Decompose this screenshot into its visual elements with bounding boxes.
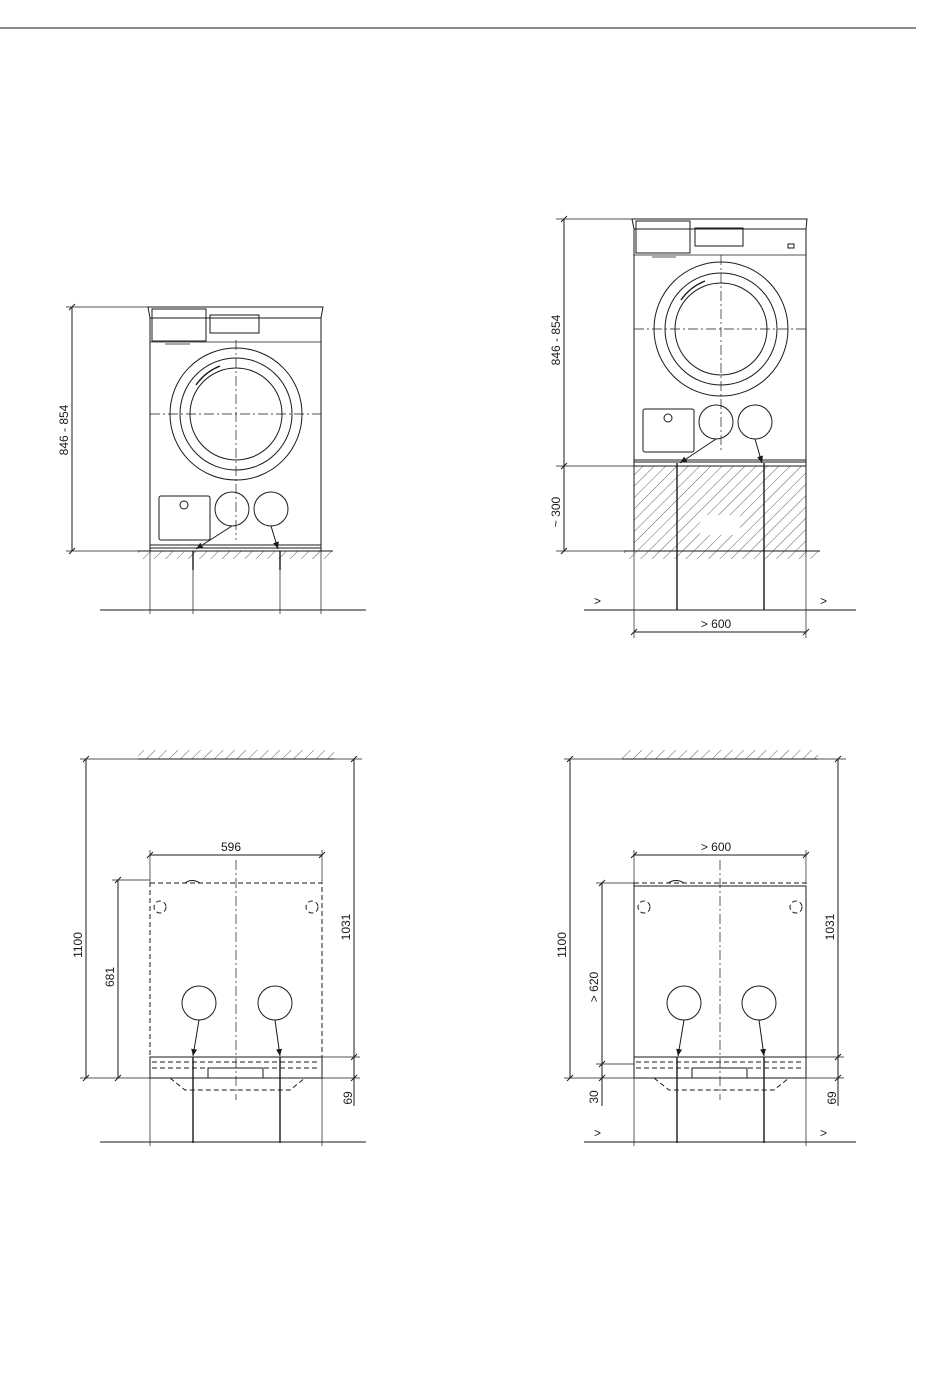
br-side-right: > — [820, 1126, 827, 1140]
bl-depth-body: 681 — [103, 967, 117, 987]
br-depth-overall: 1031 — [823, 913, 837, 940]
front-view-plinth: > 600 > > 846 - 854 ~ 300 — [549, 216, 856, 638]
tr-side-left: > — [594, 594, 601, 608]
front-view-floor: 846 - 854 — [57, 304, 366, 614]
br-depth-body: > 620 — [587, 971, 601, 1002]
plan-view-right: > > > 600 1100 > 620 30 1031 69 — [555, 750, 856, 1146]
br-width-dim: > 600 — [701, 840, 732, 854]
tr-side-right: > — [820, 594, 827, 608]
tr-height-dim: 846 - 854 — [549, 314, 563, 365]
br-side-left: > — [594, 1126, 601, 1140]
plan-view-left: 596 1100 681 1031 69 — [71, 750, 366, 1146]
bl-depth-total: 1100 — [71, 932, 85, 958]
bl-rear-dim: 69 — [341, 1091, 355, 1105]
bl-depth-overall: 1031 — [339, 913, 353, 940]
bl-width-dim: 596 — [221, 840, 241, 854]
br-rear-dim: 69 — [825, 1091, 839, 1105]
br-depth-total: 1100 — [555, 932, 569, 958]
tr-width-dim: > 600 — [701, 617, 732, 631]
tl-height-dim: 846 - 854 — [57, 404, 71, 455]
tr-plinth-dim: ~ 300 — [549, 496, 563, 527]
br-front-gap: 30 — [587, 1090, 601, 1104]
